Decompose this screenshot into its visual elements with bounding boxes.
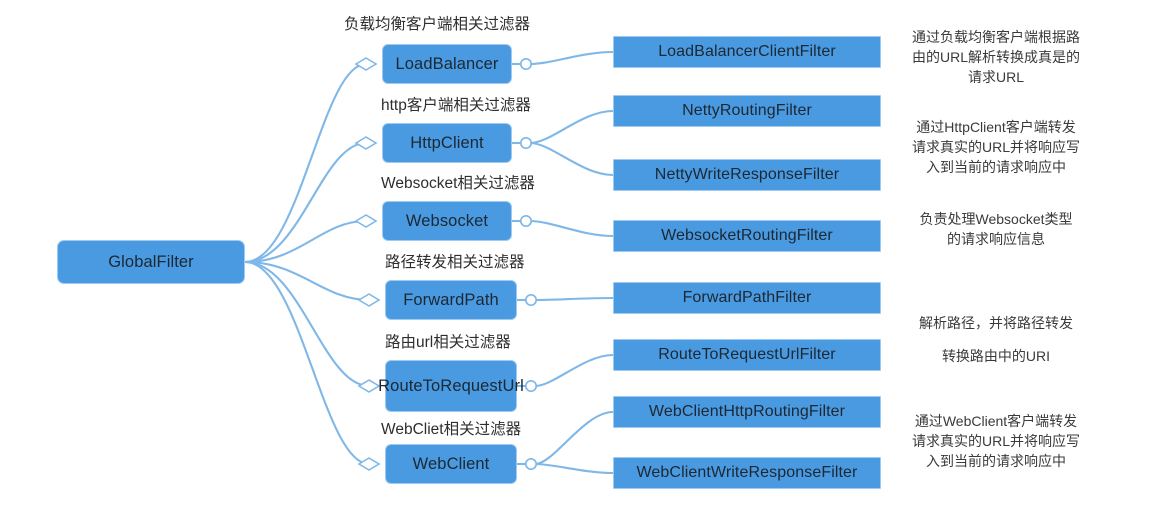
filter-node-httpclient-0[interactable]: NettyRoutingFilter xyxy=(613,95,881,127)
node-label: WebClientHttpRoutingFilter xyxy=(648,403,846,421)
branch-label-loadbalancer: 负载均衡客户端相关过滤器 xyxy=(344,16,531,33)
branch-label-webclient: WebCliet相关过滤器 xyxy=(381,421,522,438)
node-label: WebsocketRoutingFilter xyxy=(661,227,833,245)
node-label: NettyWriteResponseFilter xyxy=(654,166,840,184)
filter-desc-webclient-0: 通过WebClient客户端转发 请求真实的URL并将响应写 入到当前的请求响应… xyxy=(911,413,1080,469)
filter-node-loadbalancer-0[interactable]: LoadBalancerClientFilter xyxy=(613,36,881,68)
root-node-globalfilter[interactable]: GlobalFilter xyxy=(57,240,245,284)
node-label: GlobalFilter xyxy=(108,252,194,271)
filter-node-httpclient-1[interactable]: NettyWriteResponseFilter xyxy=(613,159,881,191)
branch-node-forwardpath[interactable]: ForwardPath xyxy=(385,280,517,320)
filter-node-webclient-0[interactable]: WebClientHttpRoutingFilter xyxy=(613,396,881,428)
node-label: LoadBalancer xyxy=(395,54,499,73)
node-label: WebClient xyxy=(412,454,490,473)
branch-label-httpclient: http客户端相关过滤器 xyxy=(381,97,531,114)
branch-node-loadbalancer[interactable]: LoadBalancer xyxy=(382,44,512,84)
node-label: Websocket xyxy=(405,211,489,230)
filter-desc-routetorequesturl-0: 转换路由中的URI xyxy=(941,348,1051,364)
filter-node-forwardpath-0[interactable]: ForwardPathFilter xyxy=(613,282,881,314)
node-label: ForwardPath xyxy=(403,290,499,309)
filter-node-websocket-0[interactable]: WebsocketRoutingFilter xyxy=(613,220,881,252)
branch-node-websocket[interactable]: Websocket xyxy=(382,201,512,241)
branch-node-webclient[interactable]: WebClient xyxy=(385,444,517,484)
branch-label-forwardpath: 路径转发相关过滤器 xyxy=(385,254,525,271)
filter-desc-websocket-0: 负责处理Websocket类型 的请求响应信息 xyxy=(919,211,1073,247)
filter-desc-forwardpath-0: 解析路径，并将路径转发 xyxy=(919,315,1073,331)
branch-label-websocket: Websocket相关过滤器 xyxy=(381,175,535,192)
branch-node-routetorequesturl[interactable]: RouteToRequestUrl xyxy=(378,360,524,412)
filter-desc-loadbalancer-0: 通过负载均衡客户端根据路 由的URL解析转换成真是的 请求URL xyxy=(911,29,1080,85)
node-label: RouteToRequestUrlFilter xyxy=(658,346,836,364)
branch-label-routetorequesturl: 路由url相关过滤器 xyxy=(385,334,511,351)
filter-desc-httpclient-0: 通过HttpClient客户端转发 请求真实的URL并将响应写 入到当前的请求响… xyxy=(911,119,1080,175)
node-label: WebClientWriteResponseFilter xyxy=(636,464,858,482)
node-label: HttpClient xyxy=(410,133,484,152)
node-label: RouteToRequestUrl xyxy=(378,376,524,395)
node-label: NettyRoutingFilter xyxy=(682,102,812,120)
branch-node-httpclient[interactable]: HttpClient xyxy=(382,123,512,163)
node-label: LoadBalancerClientFilter xyxy=(658,43,836,61)
filter-node-routetorequesturl-0[interactable]: RouteToRequestUrlFilter xyxy=(613,339,881,371)
filter-node-webclient-1[interactable]: WebClientWriteResponseFilter xyxy=(613,457,881,489)
node-label: ForwardPathFilter xyxy=(682,289,812,307)
